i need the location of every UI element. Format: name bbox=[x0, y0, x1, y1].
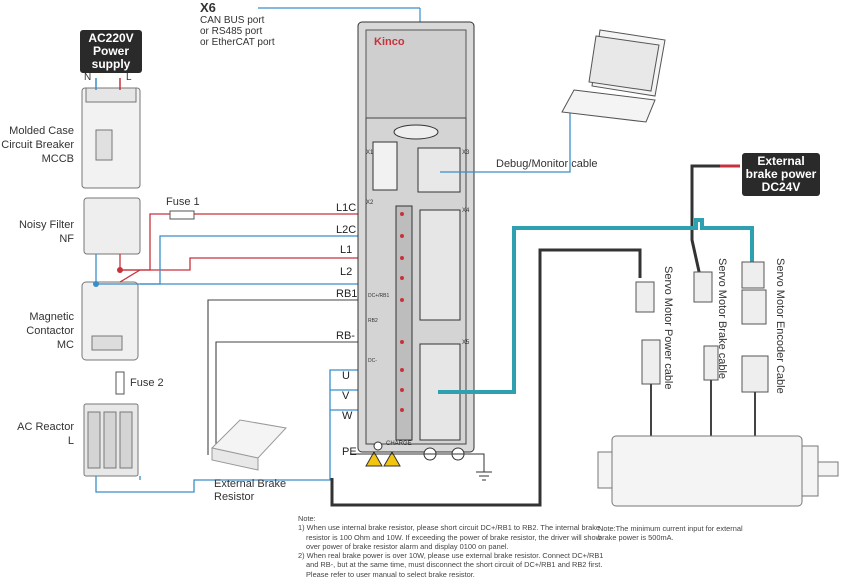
l-label: L bbox=[126, 72, 132, 83]
brake-resistor-shape bbox=[210, 419, 287, 471]
fuse2-label: Fuse 2 bbox=[130, 377, 164, 389]
terminal-u: U bbox=[342, 370, 350, 382]
terminal-v: V bbox=[342, 390, 350, 402]
terminal-w: W bbox=[342, 410, 353, 422]
port-x5: X5 bbox=[462, 340, 470, 346]
terminal-dc-rb1: DC+/RB1 bbox=[368, 293, 390, 299]
port-x3: X3 bbox=[462, 150, 470, 156]
terminal-l2: L2 bbox=[340, 266, 353, 278]
terminal-rb1: RB1 bbox=[336, 288, 358, 300]
note-right: Note:The minimum current input for exter… bbox=[598, 524, 743, 543]
fuse1-label: Fuse 1 bbox=[166, 196, 200, 208]
terminal-rb-minus: RB- bbox=[336, 330, 355, 342]
n-label: N bbox=[84, 72, 92, 83]
x6-title: X6 bbox=[200, 0, 216, 15]
brand-logo: Kinco bbox=[374, 36, 405, 48]
port-x4: X4 bbox=[462, 208, 470, 214]
brake-cable-label: Servo Motor Brake cable bbox=[716, 258, 728, 380]
note-block: Note: 1) When use internal brake resisto… bbox=[298, 514, 604, 579]
ac-reactor bbox=[83, 403, 139, 477]
port-x2: X2 bbox=[366, 200, 374, 206]
encoder-cable-label: Servo Motor Encoder Cable bbox=[774, 258, 786, 394]
terminal-l1c: L1C bbox=[336, 202, 357, 214]
terminal-l1: L1 bbox=[340, 244, 353, 256]
mccb bbox=[81, 87, 141, 189]
noisy-filter bbox=[83, 197, 141, 255]
fuse-1 bbox=[169, 210, 195, 220]
fuse-2 bbox=[115, 371, 125, 395]
terminal-dc-minus: DC- bbox=[368, 358, 377, 364]
charge-label: CHARGE bbox=[386, 441, 412, 447]
servo-motor bbox=[597, 435, 839, 507]
contactor bbox=[81, 281, 139, 361]
port-x1: X1 bbox=[366, 150, 374, 156]
power-cable-label: Servo Motor Power cable bbox=[662, 266, 674, 390]
terminal-rb2: RB2 bbox=[368, 318, 378, 324]
servo-driver bbox=[357, 21, 475, 453]
debug-cable-label: Debug/Monitor cable bbox=[496, 158, 598, 170]
terminal-pe: PE bbox=[342, 446, 357, 458]
laptop bbox=[561, 29, 666, 123]
terminal-l2c: L2C bbox=[336, 224, 357, 236]
